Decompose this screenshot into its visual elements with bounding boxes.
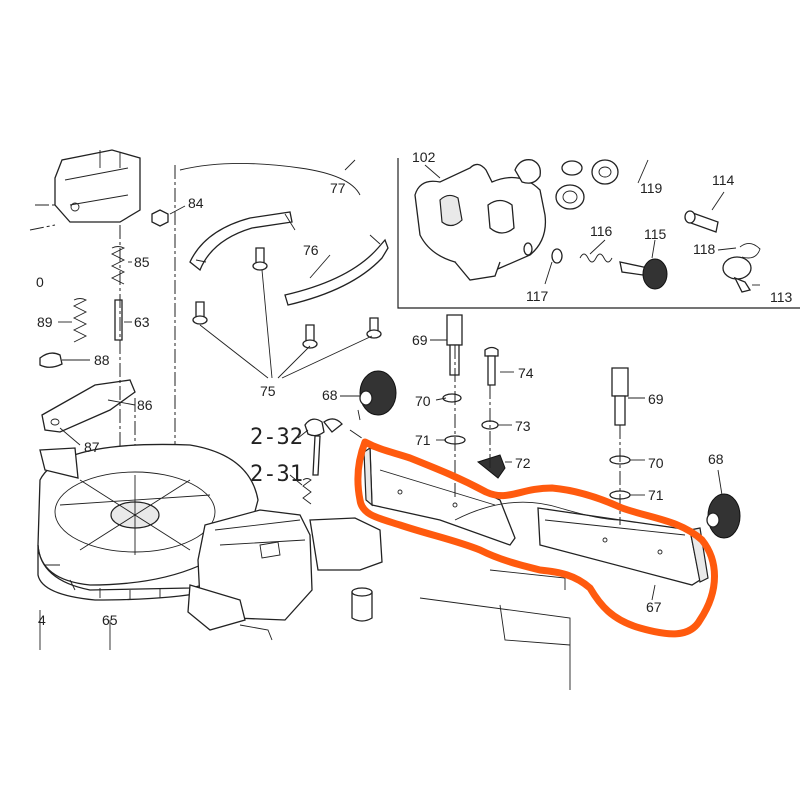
label-84: 84 [188,195,204,211]
label-69-left: 69 [412,332,428,348]
label-87: 87 [84,439,100,455]
label-75: 75 [260,383,276,399]
label-113: 113 [770,289,793,305]
label-64: 4 [38,612,46,628]
label-73: 73 [515,418,531,434]
label-65: 65 [102,612,118,628]
arc-rails [179,159,389,379]
label-70-left: 70 [415,393,431,409]
label-119: 119 [640,180,663,196]
part-labels: 102 77 84 85 63 89 88 86 87 76 75 119 11… [36,149,793,628]
label-115: 115 [644,226,667,242]
label-90: 0 [36,274,44,290]
label-67: 67 [646,599,662,615]
label-76: 76 [303,242,319,258]
label-70-right: 70 [648,455,664,471]
label-116: 116 [590,223,613,239]
label-74: 74 [518,365,534,381]
screw-set-75 [192,247,382,379]
inset-detail-box [397,158,800,309]
label-77: 77 [330,180,346,196]
label-86: 86 [137,397,153,413]
label-71-left: 71 [415,432,431,448]
label-118: 118 [693,241,716,257]
label-88: 88 [94,352,110,368]
label-102: 102 [412,149,436,165]
label-89: 89 [37,314,53,330]
label-2-31: 2-31 [250,462,303,487]
label-85: 85 [134,254,150,270]
label-68-right: 68 [708,451,724,467]
label-114: 114 [712,172,735,188]
label-72: 72 [515,455,531,471]
label-63: 63 [134,314,150,330]
label-117: 117 [526,288,549,304]
left-assembly [29,149,571,690]
label-69-right: 69 [648,391,664,407]
label-2-32: 2-32 [250,425,303,450]
label-71-right: 71 [648,487,664,503]
leader-lines [340,339,723,601]
fence-assembly [349,314,741,638]
label-68-left: 68 [322,387,338,403]
highlight-outline [354,438,718,638]
